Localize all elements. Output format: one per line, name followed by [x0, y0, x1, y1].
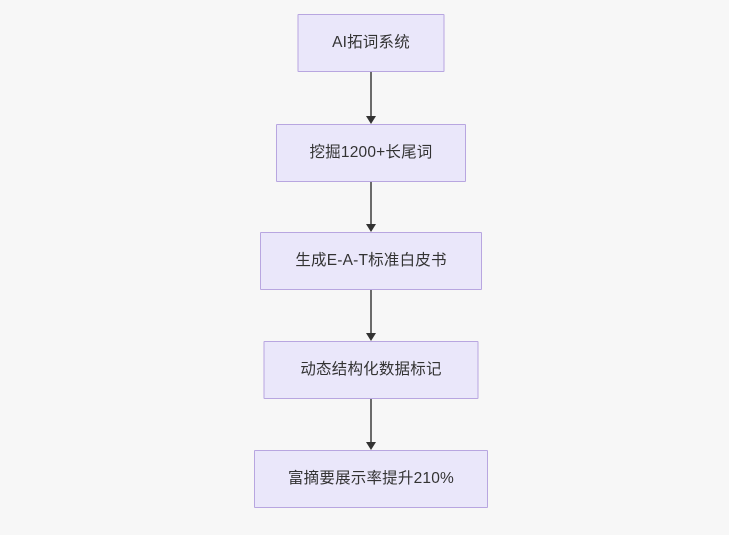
flow-edge-3	[364, 290, 378, 341]
flow-node-structured-data-markup[interactable]: 动态结构化数据标记	[263, 341, 479, 399]
edge-line	[370, 399, 372, 443]
flow-node-label: AI拓词系统	[332, 34, 410, 52]
arrow-down-icon	[365, 116, 376, 124]
arrow-down-icon	[365, 224, 376, 232]
flow-node-rich-snippet-result[interactable]: 富摘要展示率提升210%	[254, 450, 488, 508]
flow-node-eat-whitepaper[interactable]: 生成E-A-T标准白皮书	[260, 232, 482, 290]
edge-line	[370, 290, 372, 334]
edge-line	[370, 72, 372, 117]
flow-edge-1	[364, 72, 378, 124]
flow-node-ai-keyword-system[interactable]: AI拓词系统	[297, 14, 445, 72]
flow-node-label: 富摘要展示率提升210%	[287, 470, 455, 488]
edge-line	[370, 182, 372, 225]
flow-node-label: 挖掘1200+长尾词	[309, 144, 433, 162]
flow-node-longtail-keywords[interactable]: 挖掘1200+长尾词	[276, 124, 466, 182]
flow-edge-2	[364, 182, 378, 232]
flow-edge-4	[364, 399, 378, 450]
arrow-down-icon	[365, 442, 376, 450]
flow-node-label: 生成E-A-T标准白皮书	[295, 252, 447, 270]
flow-node-label: 动态结构化数据标记	[300, 361, 442, 379]
arrow-down-icon	[365, 333, 376, 341]
